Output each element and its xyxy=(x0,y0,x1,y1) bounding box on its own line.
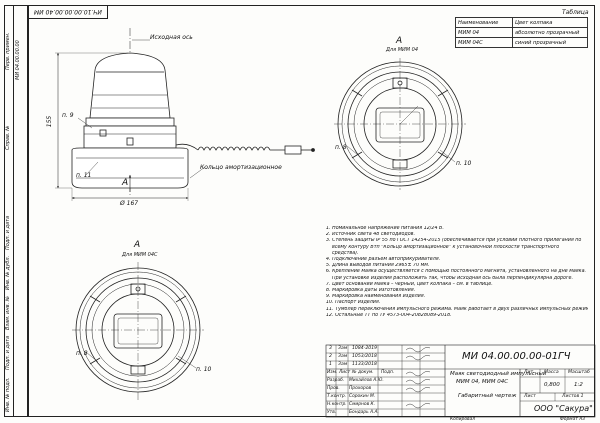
table-title: Таблица xyxy=(562,9,589,16)
table-cell: МИМ 04 xyxy=(455,27,513,38)
doc-type: Габаритный чертеж xyxy=(458,393,517,399)
sign-row-role: Утв. xyxy=(327,410,337,415)
sign-row-role: Изм. xyxy=(327,370,338,375)
sheet-label: Лист xyxy=(524,394,536,399)
sign-row-name: Смирнов К. xyxy=(349,402,376,407)
rev-row-kind: Зам xyxy=(338,346,348,351)
copied-label: Копировал xyxy=(450,417,476,422)
note-line: 7. Цвет оснований маяка – черный, цвет к… xyxy=(326,281,493,287)
sign-row-role: Пров. xyxy=(327,386,340,391)
note-line: средства). xyxy=(332,250,359,256)
callout-n8-top: п. 8 xyxy=(335,144,347,151)
callout-n10-bottom: п. 10 xyxy=(196,366,212,373)
bottom-view-caption: Для МИМ 04С xyxy=(122,252,158,258)
product-models: МИМ 04, МИМ 04С xyxy=(456,379,509,385)
bottom-view-mim04c xyxy=(72,262,204,400)
sign-row-name: Михайлов А.Ю. xyxy=(349,378,384,383)
note-line: 10. Паспорт изделия. xyxy=(326,300,381,306)
signature-scribbles xyxy=(405,347,431,409)
technical-notes: 1. Номинальное напряжение питания 12/24 … xyxy=(326,226,588,319)
note-line: 11. Тумблер переключения импульсного реж… xyxy=(326,306,588,312)
note-line: 4. Подключение разъем автоприкуривателя. xyxy=(326,257,441,263)
stamp-box xyxy=(28,5,108,19)
ring-callout: Кольцо амортизационное xyxy=(200,164,282,171)
note-line: всему контуру Втп "Кольцо амортизационно… xyxy=(332,244,560,250)
beacon-side-view xyxy=(55,28,315,201)
rev-row-kind: Зам xyxy=(338,362,348,367)
company-name: ООО "Сакура" xyxy=(534,404,593,413)
note-line: При установке изделия расположить так, ч… xyxy=(332,275,573,281)
height-dim: 155 xyxy=(46,115,54,128)
view-arrow-letter: А xyxy=(122,178,129,188)
bottom-view-letter: А xyxy=(134,240,141,250)
note-line: 9. Маркировка наименования изделия. xyxy=(326,294,426,300)
table-cell: синий прозрачный xyxy=(512,37,588,48)
sign-row-date: Подп. xyxy=(381,370,395,375)
callout-n8-bottom: п. 8 xyxy=(76,350,88,357)
sign-row-sign: № докум. xyxy=(352,370,374,375)
table-header-cell: Наименование xyxy=(455,17,513,28)
rev-row-n: 1 xyxy=(329,362,332,367)
rev-row-doc: 1133/2018 xyxy=(352,362,377,367)
callout-n11: п. 11 xyxy=(76,172,92,179)
table-header-cell: Цвет колпака xyxy=(512,17,588,28)
color-table: Наименование Цвет колпака МИМ 04 абсолют… xyxy=(455,17,588,48)
top-view-mim04 xyxy=(334,58,466,190)
note-line: 1. Номинальное напряжение питания 12/24 … xyxy=(326,226,444,231)
titleblock-grid xyxy=(325,344,596,418)
rev-row-n: 2 xyxy=(329,354,332,359)
sidebar-divider xyxy=(13,5,14,417)
table-row: МИМ 04С синий прозрачный xyxy=(455,37,588,48)
rev-row-kind: Зам xyxy=(338,354,348,359)
diameter-dim: Ø 167 xyxy=(120,200,139,207)
sidebar-strip xyxy=(4,5,28,417)
product-name: Маяк светодиодный импульсный xyxy=(450,371,547,377)
mass-value: 0,800 xyxy=(544,382,560,388)
sign-row-role: Т.контр. xyxy=(327,394,347,399)
doc-code: МИ 04.00.00.00-01ГЧ xyxy=(462,351,571,362)
sheets-label: Листов 1 xyxy=(562,394,584,399)
sign-row-name: Бондарь А.А. xyxy=(349,410,379,415)
sign-row-name: Сорокин М. xyxy=(349,394,376,399)
top-view-letter: А xyxy=(396,36,403,46)
sign-row-name: Прохоров xyxy=(349,386,372,391)
format-label: Формат А3 xyxy=(560,417,586,422)
table-cell: абсолютно прозрачный xyxy=(512,27,588,38)
scale-value: 1:2 xyxy=(574,382,583,388)
mass-label: Масса xyxy=(544,370,559,375)
callout-n9: п. 9 xyxy=(62,112,74,119)
scale-label: Масштаб xyxy=(568,370,590,375)
sign-row-name: Лист xyxy=(339,370,351,375)
rev-row-doc: 1053/2018 xyxy=(352,354,377,359)
axis-callout: Исходная ось xyxy=(150,34,193,41)
note-line: 2. Источник света 48 светодиодов. xyxy=(326,232,415,238)
note-line: 6. Крепление маяка осуществляется с помо… xyxy=(326,269,587,275)
note-line: 12. Остальные ТТ по ТУ 4573-004-20828089… xyxy=(326,312,452,318)
rev-row-n: 3 xyxy=(329,346,332,351)
top-view-caption: Для МИМ 04 xyxy=(386,47,419,53)
note-line: 3. Степень защиты IP 55 по ГОСТ 14254-20… xyxy=(326,238,582,244)
note-line: 5. Длина выводов питания 2965± 70 мм. xyxy=(326,263,430,269)
note-line: 8. Маркировка даты изготовления. xyxy=(326,288,416,294)
drawing-frame xyxy=(28,5,595,417)
table-header-row: Наименование Цвет колпака xyxy=(455,17,588,28)
table-cell: МИМ 04С xyxy=(455,37,513,48)
lit-label: Лит. xyxy=(524,370,535,375)
table-row: МИМ 04 абсолютно прозрачный xyxy=(455,27,588,38)
callout-n10-top: п. 10 xyxy=(456,160,472,167)
rev-row-doc: 1084-2019 xyxy=(352,346,378,351)
sign-row-role: Н.контр. xyxy=(327,402,347,407)
sign-row-role: Разраб. xyxy=(327,378,345,383)
